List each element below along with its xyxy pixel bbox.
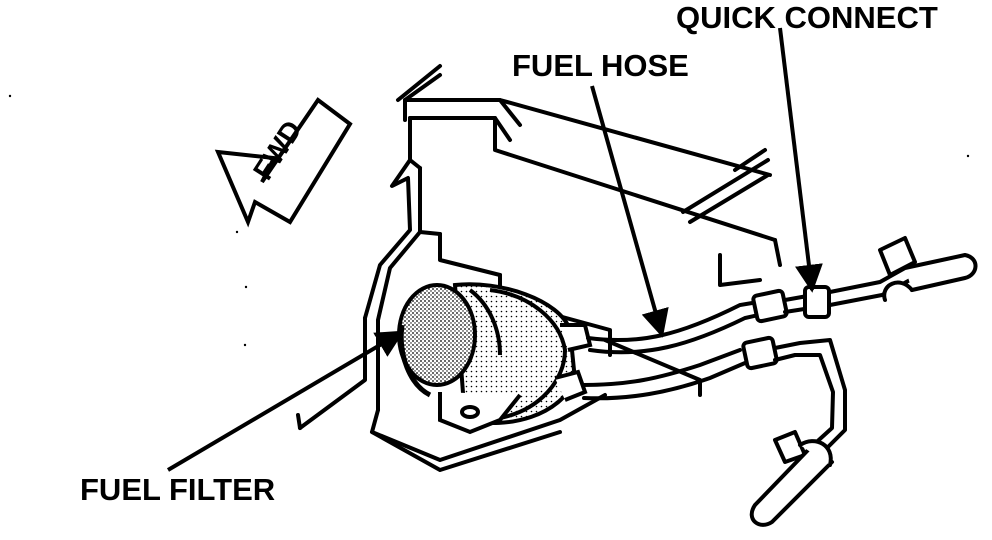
callout-leaders: [166, 27, 823, 472]
fuel-filter-label: FUEL FILTER: [80, 472, 276, 507]
fuel-hose-leader: [590, 85, 669, 338]
fuel-lines: [749, 236, 978, 527]
scan-specks: [8, 94, 970, 347]
fwd-arrow-icon: [214, 97, 353, 228]
fuel-filter-leader: [166, 330, 405, 472]
quick-connect-label: QUICK CONNECT: [676, 0, 938, 35]
fuel-hose-label: FUEL HOSE: [512, 48, 689, 83]
fuel-filter-canister: [397, 282, 593, 435]
frame-crossmember: [296, 64, 782, 472]
quick-connect-leader: [778, 27, 823, 293]
